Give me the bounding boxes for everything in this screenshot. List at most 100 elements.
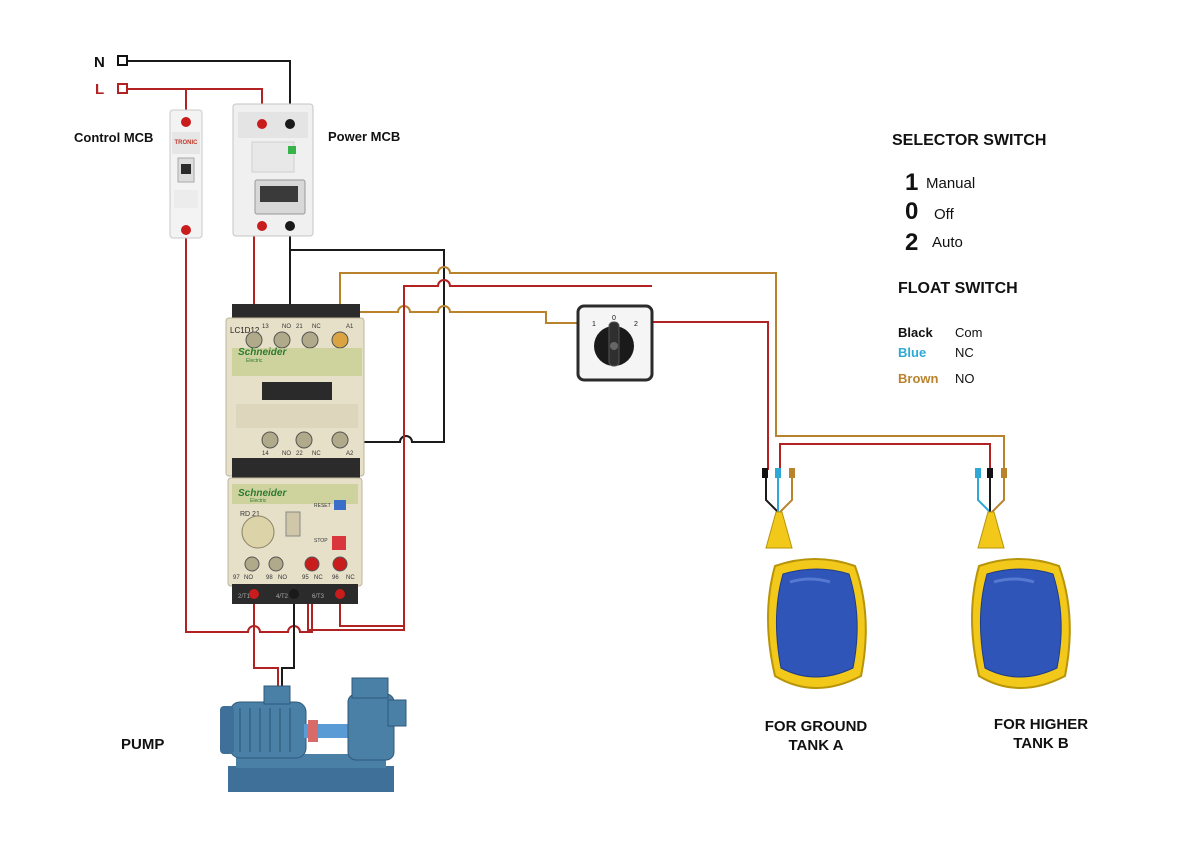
float-switch-b: FOR HIGHER TANK B — [971, 511, 1088, 752]
contactor-mid-panel — [236, 404, 358, 428]
pump-inlet-flange — [387, 699, 407, 727]
pump-housing — [347, 693, 395, 761]
pump-label: PUMP — [121, 736, 164, 753]
pump-motor-endcap — [220, 706, 234, 754]
relay-out-screw-1 — [249, 589, 259, 599]
rl-98: 98 — [266, 575, 273, 581]
contactor-sub-brand: Electric — [246, 358, 263, 364]
red-selector-out — [652, 321, 769, 470]
tank-b-label-2: TANK B — [1013, 735, 1069, 752]
float-b-highlight — [993, 577, 1035, 584]
pump-terminal-box — [263, 685, 291, 705]
relay-dial[interactable] — [241, 515, 275, 549]
power-red-out — [253, 227, 262, 312]
rl-no-1: NO — [244, 575, 253, 581]
float-b-body — [980, 568, 1062, 678]
power-mcb-top-cover — [238, 112, 308, 138]
power-mcb: Power MCB — [232, 103, 400, 237]
float-a-stub-black — [762, 468, 768, 478]
float-legend-nc: NC — [955, 345, 974, 360]
relay-out-t1: 2/T1 — [238, 594, 251, 600]
power-mcb-indicator — [288, 146, 296, 154]
ct-top-nc: NC — [312, 324, 321, 330]
float-a-stub-brown — [789, 468, 795, 478]
contactor-window — [262, 382, 332, 400]
power-mcb-label: Power MCB — [328, 129, 400, 144]
relay-stop-button[interactable] — [332, 536, 346, 550]
cb-screw-a2 — [331, 431, 349, 449]
float-legend-blue: Blue — [898, 345, 926, 360]
pump-outlet — [351, 677, 389, 699]
pump-coupling — [308, 720, 318, 742]
ct-screw-a1 — [331, 331, 349, 349]
ct-top-no: NO — [282, 324, 291, 330]
overload-relay: Schneider Electric RESET RD 21 STOP 97 N… — [227, 477, 363, 604]
relay-reset-button[interactable] — [334, 500, 346, 510]
float-a-body — [776, 568, 858, 678]
brown-common-wire — [339, 266, 1005, 472]
power-mcb-bottom-screw-l — [257, 221, 267, 231]
legend-text-0: Off — [934, 206, 955, 223]
legend-text-1: Manual — [926, 175, 975, 192]
contactor-bottom-strip — [232, 458, 360, 478]
legend-text-2: Auto — [932, 234, 963, 251]
tank-a-label-2: TANK A — [789, 737, 844, 754]
power-mcb-label-plate — [251, 141, 295, 173]
cb-screw-2 — [295, 431, 313, 449]
contactor-model: LC1D12 — [230, 326, 260, 335]
legend-num-1: 1 — [905, 169, 918, 196]
pump-motor — [229, 701, 307, 759]
cb-screw-1 — [261, 431, 279, 449]
ct-top-a1: A1 — [346, 324, 354, 330]
float-a-black — [765, 472, 779, 513]
relay-stop-label: STOP — [314, 538, 328, 544]
float-b-brown — [991, 472, 1005, 513]
float-legend-black: Black — [898, 325, 933, 340]
ct-screw-3 — [301, 331, 319, 349]
float-b-stub-blue — [975, 468, 981, 478]
selector-switch[interactable]: 1 0 2 — [576, 304, 654, 382]
float-legend-title: FLOAT SWITCH — [898, 280, 1018, 297]
motor-feed-red — [253, 595, 279, 688]
control-mcb: TRONIC Control MCB — [74, 109, 203, 239]
legend-num-0: 0 — [905, 198, 918, 225]
float-switch-a: FOR GROUND TANK A — [765, 511, 868, 754]
selector-pivot — [610, 342, 618, 350]
rl-nc-2: NC — [346, 575, 355, 581]
power-mcb-bottom-screw-n — [285, 221, 295, 231]
cb-22: 22 — [296, 451, 303, 457]
control-mcb-label-area — [172, 132, 200, 154]
legend-num-2: 2 — [905, 229, 918, 256]
cb-14: 14 — [262, 451, 269, 457]
relay-terminal-labels: 97 NO 98 NO 95 NC 96 NC — [233, 575, 355, 581]
tank-a-label-1: FOR GROUND — [765, 718, 868, 735]
control-mcb-bottom-screw — [181, 225, 191, 235]
control-mcb-lever — [181, 164, 191, 174]
neutral-wire — [126, 60, 291, 122]
control-mcb-brand: TRONIC — [175, 140, 199, 146]
control-mcb-rating — [174, 190, 198, 208]
relay-screw-98 — [268, 556, 284, 572]
line-terminal — [117, 83, 128, 94]
contactor-bottom-terminal-labels: 14 NO 22 NC A2 — [262, 451, 354, 457]
float-b-stub-black — [987, 468, 993, 478]
power-mcb-lever — [260, 186, 298, 202]
float-legend-brown: Brown — [898, 371, 939, 386]
cb-no: NO — [282, 451, 291, 457]
selector-pos-1: 1 — [592, 321, 596, 328]
power-mcb-top-screw-n — [285, 119, 295, 129]
wiring — [126, 60, 1007, 688]
float-b-stub-brown — [1001, 468, 1007, 478]
ct-screw-1 — [245, 331, 263, 349]
tank-b-label-1: FOR HIGHER — [994, 716, 1088, 733]
relay-test-switch[interactable] — [285, 511, 301, 537]
relay-out-t3: 6/T3 — [312, 594, 325, 600]
control-mcb-label: Control MCB — [74, 130, 153, 145]
relay-screw-96 — [332, 556, 348, 572]
rl-96: 96 — [332, 575, 339, 581]
selector-legend-title: SELECTOR SWITCH — [892, 132, 1046, 149]
contactor-top-strip — [232, 304, 360, 320]
float-legend: FLOAT SWITCH Black Com Blue NC Brown NO — [898, 280, 1018, 386]
relay-brand-band — [232, 484, 358, 504]
